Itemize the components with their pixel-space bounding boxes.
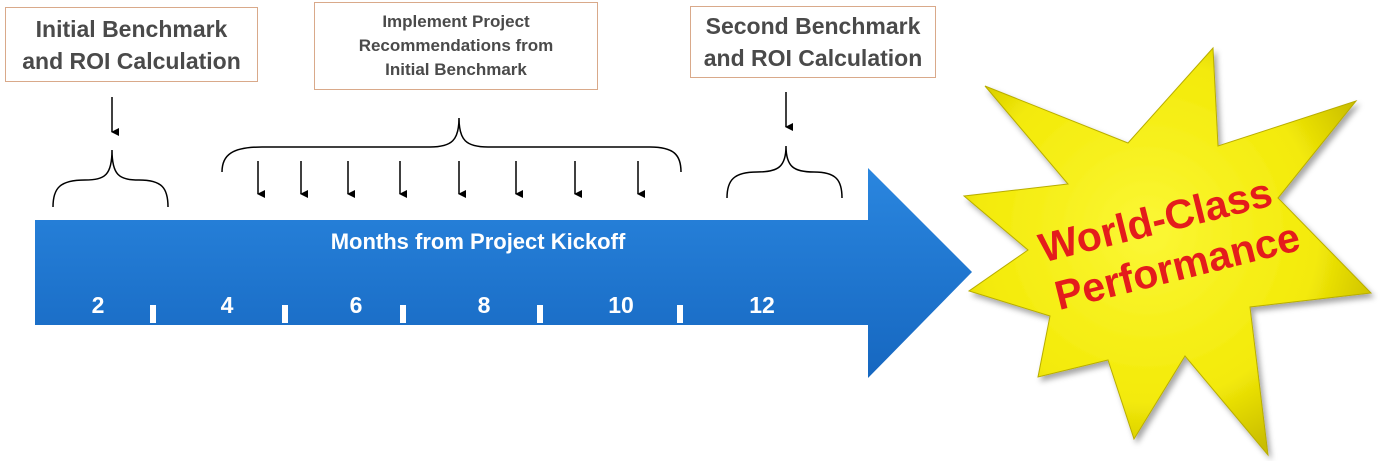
brace-implement: [221, 117, 682, 173]
implement-line-3: Initial Benchmark: [385, 60, 527, 79]
implement-recommendations-box: Implement Project Recommendations from I…: [314, 2, 598, 90]
implement-line-2: Recommendations from: [358, 36, 554, 55]
month-label-10: 10: [608, 292, 634, 318]
tick-mark: [282, 305, 288, 323]
month-label-2: 2: [92, 292, 105, 318]
starburst-shape: [962, 46, 1373, 457]
brace-initial: [52, 149, 169, 208]
month-label-6: 6: [350, 292, 363, 318]
initial-benchmark-box: Initial Benchmark and ROI Calculation: [5, 7, 258, 82]
tick-mark: [677, 305, 683, 323]
month-label-4: 4: [221, 292, 234, 318]
second-benchmark-line-1: Second Benchmark: [705, 13, 921, 39]
timeline-title: Months from Project Kickoff: [331, 229, 626, 254]
timeline-arrow: [35, 168, 972, 378]
initial-benchmark-line-2: and ROI Calculation: [22, 47, 241, 74]
month-label-12: 12: [749, 292, 775, 318]
second-benchmark-box: Second Benchmark and ROI Calculation: [690, 6, 936, 78]
initial-benchmark-line-1: Initial Benchmark: [35, 15, 228, 42]
tick-mark: [400, 305, 406, 323]
second-benchmark-line-2: and ROI Calculation: [703, 45, 923, 71]
month-label-8: 8: [478, 292, 491, 318]
tick-mark: [150, 305, 156, 323]
implement-line-1: Implement Project: [382, 12, 530, 31]
brace-second: [726, 145, 843, 199]
tick-mark: [537, 305, 543, 323]
